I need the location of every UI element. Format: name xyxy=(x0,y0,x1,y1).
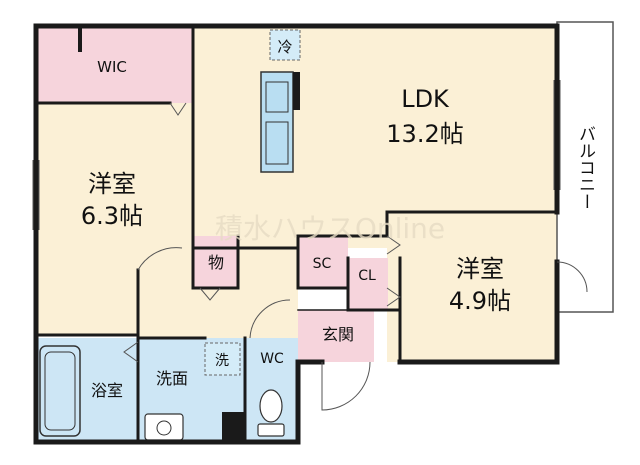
kitchen-stove xyxy=(265,121,289,165)
openings xyxy=(32,80,588,411)
wash-basin-bowl xyxy=(156,420,172,436)
wic-door-mark xyxy=(169,102,187,116)
fridge-symbol: 冷 xyxy=(277,38,292,56)
sc-floor xyxy=(298,236,348,288)
bathtub-inner xyxy=(44,351,76,431)
western-room-2-floor xyxy=(387,212,557,362)
western-room-2-name: 洋室 xyxy=(456,255,504,283)
wc-label: WC xyxy=(260,351,284,367)
watermark: 積水ハウスOnline xyxy=(215,212,445,245)
kitchen-end-wall xyxy=(293,72,300,110)
entrance-door-swing xyxy=(321,361,371,411)
wash-basin xyxy=(144,413,184,441)
pipe-shaft xyxy=(222,412,245,442)
sc-door-mark xyxy=(386,235,401,255)
western-room-1-name: 洋室 xyxy=(88,170,136,198)
cl-floor xyxy=(348,258,388,310)
fixtures xyxy=(39,29,301,442)
wic-label: WIC xyxy=(97,58,127,76)
western-room-2-size: 4.9帖 xyxy=(449,287,511,315)
storage-label: 物 xyxy=(208,253,224,272)
outer-wall-right xyxy=(397,259,560,365)
entrance-floor xyxy=(298,310,374,362)
outer-wall xyxy=(33,23,560,215)
ldk-name: LDK xyxy=(401,85,450,113)
toilet-bowl xyxy=(259,389,283,423)
bath-label: 浴室 xyxy=(91,381,123,400)
sc-label: SC xyxy=(313,256,332,272)
western-room-1-size: 6.3帖 xyxy=(81,202,143,230)
balcony-door-swing xyxy=(556,261,588,293)
balcony-label: バルコニー xyxy=(575,125,595,210)
cl-label: CL xyxy=(358,268,376,284)
washroom-label: 洗面 xyxy=(156,369,188,388)
fridge-space xyxy=(269,29,301,61)
toilet-tank xyxy=(257,423,285,437)
washer-symbol: 洗 xyxy=(215,353,229,369)
bathtub xyxy=(39,345,81,437)
wc-door-swing xyxy=(249,299,291,339)
outer-wall-left xyxy=(33,23,325,445)
kitchen-sink xyxy=(265,81,289,113)
ldk-size: 13.2帖 xyxy=(386,120,463,148)
wic-floor xyxy=(36,26,193,103)
ldk-floor xyxy=(193,26,557,212)
storage-door-mark xyxy=(199,287,221,301)
walls xyxy=(33,23,560,445)
washer-space xyxy=(204,342,241,376)
room1-door-swing xyxy=(137,247,183,271)
storage-floor xyxy=(193,236,238,288)
labels: WIC LDK 13.2帖 洋室 6.3帖 洋室 4.9帖 物 SC CL 玄関… xyxy=(81,38,595,400)
cl-door-mark xyxy=(386,287,401,307)
bath-door-mark xyxy=(123,341,139,363)
entrance-label: 玄関 xyxy=(322,325,354,344)
